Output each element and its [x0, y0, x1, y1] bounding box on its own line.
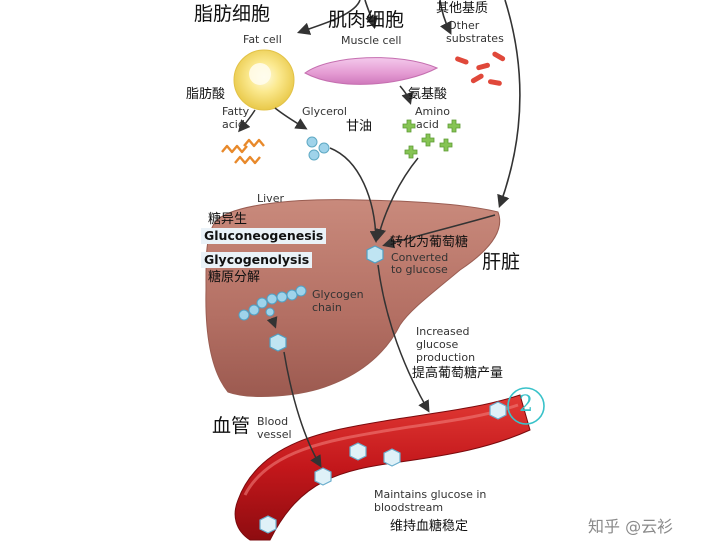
glycerol-label-en: Glycerol — [302, 105, 347, 118]
fat-cell-label-en: Fat cell — [243, 33, 282, 46]
watermark: 知乎 @云衫 — [588, 517, 674, 536]
increased-production-label-1: Increased — [416, 325, 470, 338]
other-substrates-label-en-1: Other — [448, 19, 480, 32]
increased-production-label-zh: 提高葡萄糖产量 — [412, 366, 504, 381]
fatty-acid-label-en-2: acid — [222, 118, 245, 131]
liver-inbound-arrows — [329, 147, 496, 249]
other-substrates-label-en-2: substrates — [446, 32, 504, 45]
fat-cell — [233, 49, 295, 111]
increased-production-label-2: glucose — [416, 338, 459, 351]
glycogen-chain-label-1: Glycogen — [312, 288, 364, 301]
blood-vessel-label-en-1: Blood — [257, 415, 289, 428]
gluconeogenesis-label-zh: 糖异生 — [208, 212, 248, 227]
muscle-cell-label-en: Muscle cell — [341, 34, 402, 47]
muscle-cell-label-zh: 肌肉细胞 — [328, 9, 405, 31]
fatty-acid-label-zh: 脂肪酸 — [186, 87, 226, 102]
amino-acid-molecules — [402, 119, 461, 159]
gluconeogenesis-label-en: Gluconeogenesis — [201, 228, 327, 245]
top-incoming-arrows — [296, 0, 521, 209]
fat-cell-arrows — [238, 107, 308, 133]
amino-acid-label-en-1: Amino — [415, 105, 450, 118]
glycerol-label-zh: 甘油 — [346, 119, 373, 134]
glycogen-chain-label-2: chain — [312, 301, 342, 314]
muscle-cell-arrow — [399, 85, 413, 105]
other-substrates-label-zh: 其他基质 — [436, 1, 489, 16]
other-substrates — [455, 51, 506, 86]
glycerol-molecules — [306, 136, 330, 161]
glycogenolysis-label-en: Glycogenolysis — [201, 252, 313, 269]
vessel-inbound-arrows — [283, 264, 430, 468]
fatty-acid-molecules — [221, 138, 265, 165]
liver-label-zh: 肝脏 — [482, 251, 521, 273]
blood-vessel-label-zh: 血管 — [212, 415, 251, 437]
amino-acid-label-zh: 氨基酸 — [408, 87, 448, 102]
blood-vessel-label-en-2: vessel — [257, 428, 292, 441]
blood-vessel — [234, 394, 531, 541]
glycogenolysis-label-zh: 糖原分解 — [208, 270, 261, 285]
maintains-glucose-label-2: bloodstream — [374, 501, 444, 514]
converted-label-en-2: to glucose — [391, 263, 448, 276]
increased-production-label-3: production — [416, 351, 476, 364]
glycogen-arrow — [266, 316, 278, 329]
liver-label-en: Liver — [257, 192, 284, 205]
circle-number: 2 — [519, 392, 533, 417]
fat-cell-label-zh: 脂肪细胞 — [194, 3, 271, 25]
maintains-glucose-label-zh: 维持血糖稳定 — [390, 519, 469, 534]
glucose-in-bloodstream — [259, 401, 507, 534]
glycogen-chain — [238, 285, 307, 321]
glucose-from-glycogen — [269, 333, 287, 352]
converted-label-en-1: Converted — [391, 251, 449, 264]
amino-acid-label-en-2: acid — [416, 118, 439, 131]
muscle-cell — [304, 57, 439, 85]
glucose-converted — [366, 245, 384, 264]
fatty-acid-label-en-1: Fatty — [222, 105, 250, 118]
maintains-glucose-label-1: Maintains glucose in — [374, 488, 487, 501]
converted-label-zh: 转化为葡萄糖 — [390, 235, 469, 250]
circle-number-ring — [507, 387, 545, 425]
